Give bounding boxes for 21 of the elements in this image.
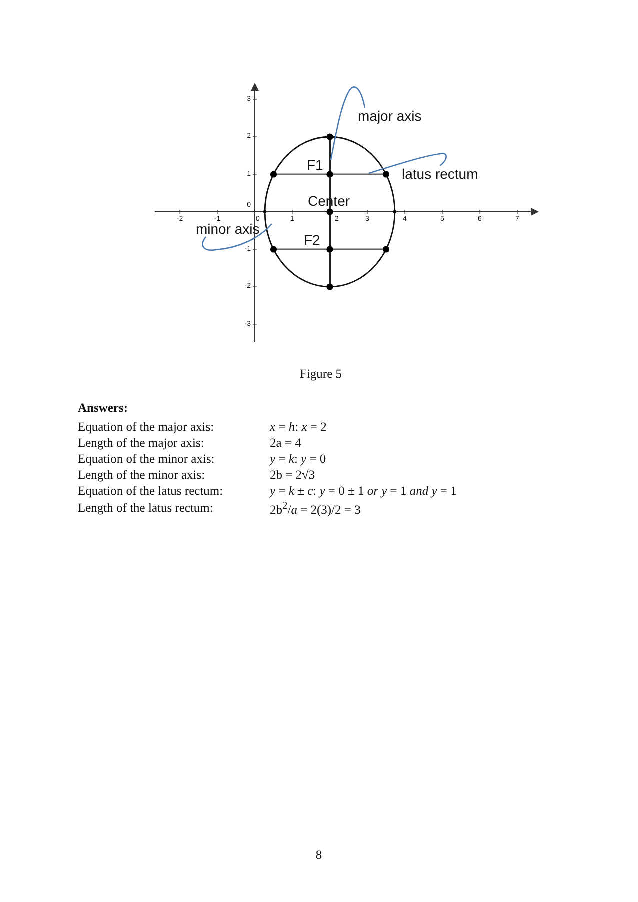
page-number: 8 (316, 848, 322, 862)
leader-line (368, 153, 447, 174)
answer-formula: 2b = 2√3 (270, 468, 316, 482)
heading: Answers: (78, 401, 128, 416)
point-label: F1 (307, 157, 324, 174)
answer-label: Equation of the minor axis: (78, 452, 215, 466)
answer-formula: y = k: y = 0 (270, 452, 326, 466)
answer-label: Length of the minor axis: (78, 468, 206, 482)
answer-formula: 2b$^{2}$/a = 2(3)/2 = 3 (270, 501, 361, 518)
answer-label: Equation of the major axis: (78, 420, 214, 434)
axis-label: latus rectum (402, 166, 478, 182)
point-label: F2 (304, 232, 320, 248)
answer-formula: x = h: x = 2 (270, 420, 327, 434)
answer-label: Equation of the latus rectum: (78, 484, 224, 498)
answer-formula: 2a = 4 (270, 436, 302, 450)
figure-caption: Figure 5 (300, 367, 342, 382)
answer-formula: y = k ± c: y = 0 ± 1 or y = 1 and y = 1 (270, 484, 457, 498)
answer-label: Length of the latus rectum: (78, 501, 214, 516)
axis-label: major axis (358, 108, 422, 124)
leader-line (330, 86, 366, 160)
answer-label: Length of the major axis: (78, 436, 204, 450)
